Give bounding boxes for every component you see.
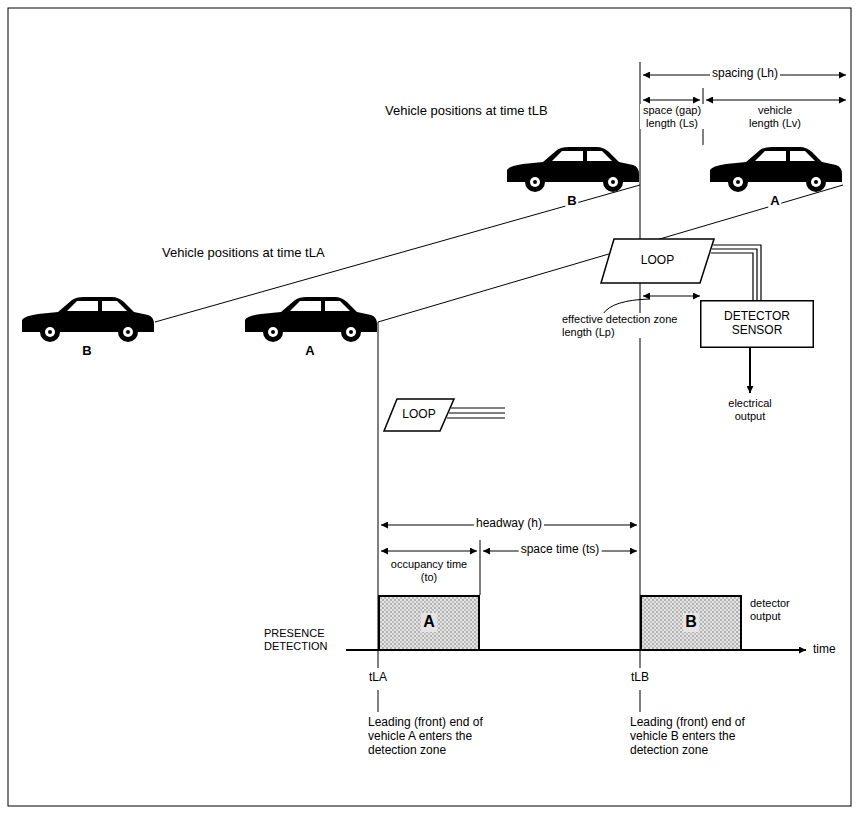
loop-lead-wire [451,407,505,408]
loop-lead-wire [447,417,505,418]
loop-lead-wire [711,245,761,300]
reference-line [155,62,843,712]
vehicle [245,297,377,342]
dimension-label: space time (ts) [519,543,602,557]
time-label: tLB [629,671,651,685]
signal-name: detector output [748,597,808,622]
node-label: LOOP [400,408,437,422]
node-label: DETECTOR SENSOR [700,310,814,338]
caption-note: Vehicle positions at time tLB [383,104,550,119]
pulse-outline [641,596,741,650]
dimension-arrow [381,551,477,552]
box-outline [701,301,814,348]
vehicle-letter: A [303,344,316,359]
output-label: electrical output [713,397,787,422]
output-arrow [749,348,751,393]
reference-line [480,540,481,595]
note: Leading (front) end of vehicle B enters … [628,716,764,757]
signal-name: PRESENCE DETECTION [262,627,346,652]
dimension-arrow [643,296,700,297]
caption-note: Vehicle positions at time tLA [160,246,327,261]
vehicle [22,297,154,342]
dimension-arrow [643,100,700,101]
detector-pulse: A [378,595,480,650]
node-label: LOOP [639,254,676,268]
reference-line [640,690,641,712]
axis-label: time [811,643,838,657]
detector-sensor-box: DETECTOR SENSOR [700,300,814,348]
vehicle-letter: B [80,344,93,359]
note: Leading (front) end of vehicle A enters … [366,716,502,757]
vehicle-letter: B [565,194,578,209]
frame [8,8,851,806]
wire [711,253,753,300]
pulse-letter: A [421,613,437,631]
dimension-label: spacing (Lh) [710,67,780,81]
reference-line [640,62,641,668]
dimension-label: space (gap) length (Ls) [640,104,704,129]
dimension-label: headway (h) [474,517,544,531]
loop-outline [384,399,454,431]
vehicle [507,147,639,192]
loop-lead-wire [447,408,505,418]
loop-detector: LOOP [383,398,455,432]
pulse-letter: B [683,613,699,631]
vehicle-letter: A [768,194,781,209]
dimension-arrow [706,100,846,101]
reference-line [155,185,640,322]
vehicle [710,147,842,192]
dimension-label: vehicle length (Lv) [742,104,808,129]
reference-line [603,299,650,314]
dimension-label: occupancy time (to) [385,558,473,583]
dimension-label: effective detection zone length (Lp) [560,313,686,338]
loop-lead-wire [449,412,505,413]
reference-line [378,690,379,712]
time-label: tLA [367,671,389,685]
wire [712,249,757,300]
detector-pulse: B [640,595,742,650]
loop-outline [601,239,714,283]
dimension-arrow [381,75,846,551]
pulse-outline [379,596,479,650]
loop-detector: LOOP [600,238,715,284]
